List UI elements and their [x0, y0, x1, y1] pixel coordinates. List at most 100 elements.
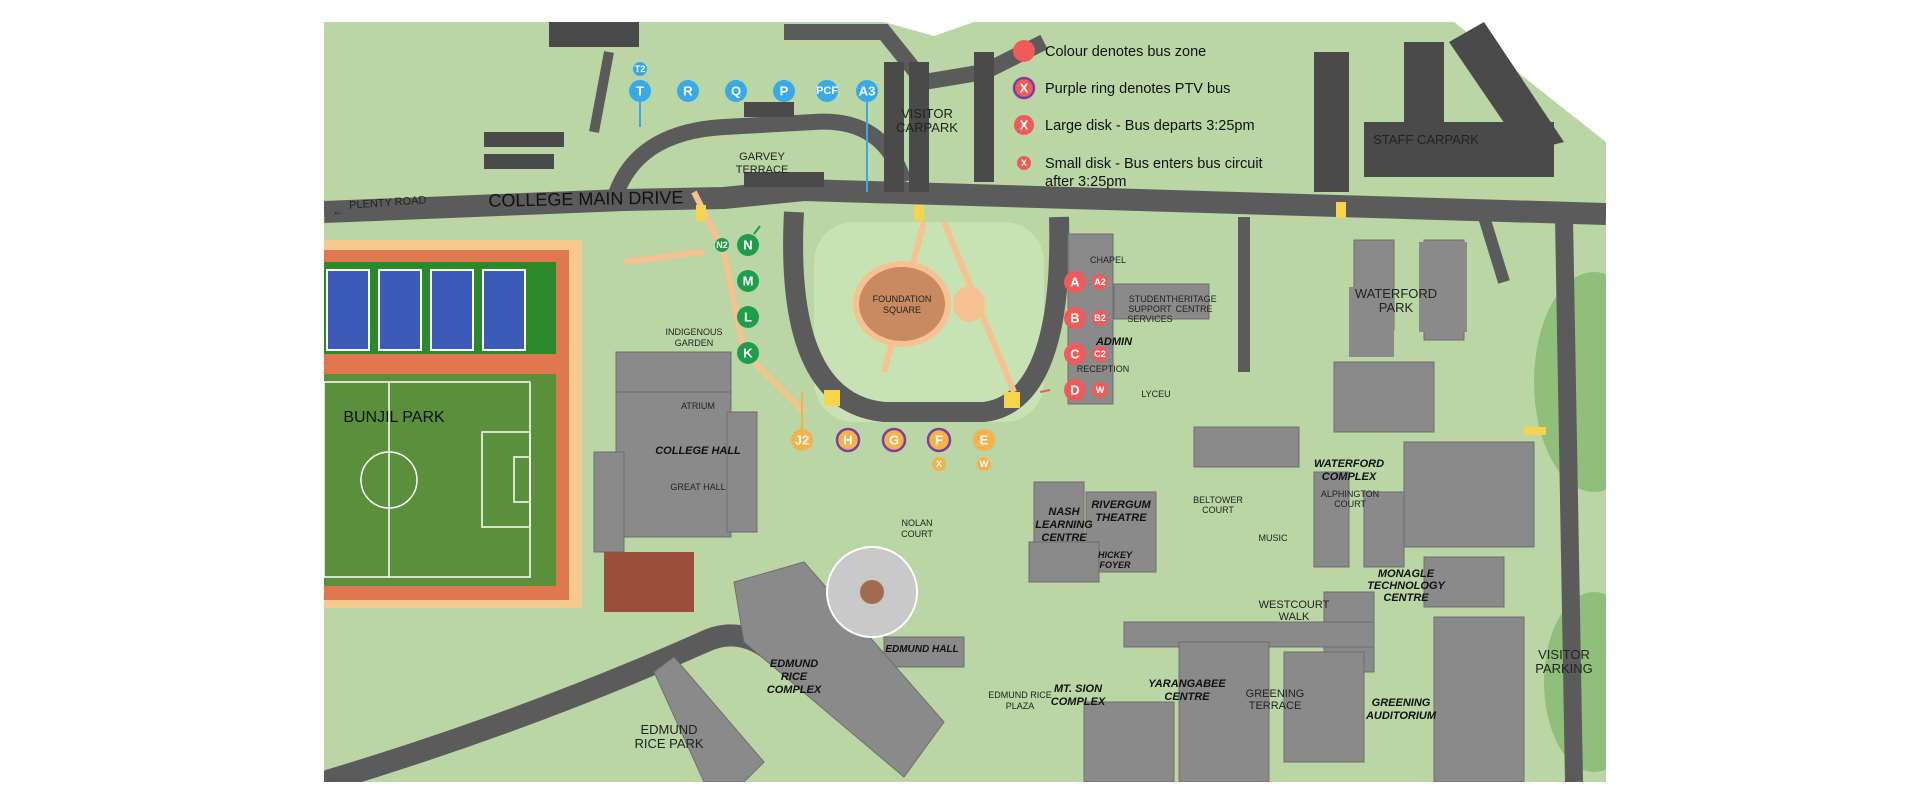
- beltower-court-line-2: COURT: [1202, 505, 1234, 515]
- svg-text:R: R: [683, 84, 693, 99]
- indigenous-garden-line-2: GARDEN: [675, 338, 714, 348]
- legend-item-large: X Large disk - Bus departs 3:25pm: [1014, 115, 1255, 135]
- stop-orange-e[interactable]: E: [973, 429, 995, 451]
- legend-large-disk: [1014, 115, 1034, 135]
- stop-red-b[interactable]: B: [1064, 307, 1086, 329]
- greening-terrace-line-1: GREENING: [1246, 688, 1305, 700]
- stop-orange-h[interactable]: H: [835, 427, 861, 453]
- stop-red-d[interactable]: D: [1064, 379, 1086, 401]
- staff-carpark-label: STAFF CARPARK: [1373, 132, 1479, 147]
- mt-sion-complex-line-1: MT. SION: [1054, 683, 1103, 695]
- bunjil-park-label: BUNJIL PARK: [343, 409, 445, 426]
- plaza-circles: [826, 546, 918, 638]
- svg-text:Q: Q: [731, 84, 741, 99]
- edmund-rice-complex-line-1: EDMUND: [770, 658, 818, 670]
- svg-text:W: W: [980, 459, 989, 469]
- east-road-2: [1478, 215, 1510, 284]
- nash-learning-centre-line-2: LEARNING: [1035, 519, 1093, 531]
- visitor-carpark-line-1: VISITOR: [901, 106, 953, 121]
- stop-blue-pcf[interactable]: PCF: [816, 80, 838, 102]
- edmund-rice-plaza-line-2: PLAZA: [1006, 701, 1035, 711]
- stop-blue-t[interactable]: T: [629, 80, 651, 102]
- stop-blue-r[interactable]: R: [677, 80, 699, 102]
- svg-text:N2: N2: [716, 240, 728, 250]
- field-markings: [323, 381, 531, 578]
- visitor-carpark-lots: [484, 22, 994, 192]
- svg-text:B2: B2: [1094, 313, 1106, 323]
- edmund-rice-park-line-1: EDMUND: [640, 722, 697, 737]
- westcourt-walk-line-2: WALK: [1279, 611, 1310, 623]
- garvey-terrace-line-1: GARVEY: [739, 151, 785, 163]
- chapel-label: CHAPEL: [1090, 255, 1126, 265]
- visitor-parking-line-1: VISITOR: [1538, 647, 1590, 662]
- stop-blue-a3[interactable]: A3: [856, 80, 878, 102]
- stop-orange-g[interactable]: G: [881, 427, 907, 453]
- waterford-park-line-1: WATERFORD: [1355, 286, 1437, 301]
- nash-learning-centre-line-3: CENTRE: [1041, 532, 1087, 544]
- stop-orange-w[interactable]: W: [977, 457, 991, 471]
- edmund-rice-complex-line-2: RICE: [781, 671, 808, 683]
- stop-blue-t2[interactable]: T2: [633, 62, 647, 76]
- stop-orange-x[interactable]: X: [932, 457, 946, 471]
- stop-red-a[interactable]: A: [1064, 271, 1086, 293]
- alphington-court-line-1: ALPHINGTON: [1321, 489, 1379, 499]
- road-crossings: [696, 202, 1546, 435]
- legend-zone-disk: [1013, 40, 1035, 62]
- svg-text:C: C: [1070, 347, 1080, 362]
- monagle-technology-line-3: CENTRE: [1383, 592, 1429, 604]
- waterford-park-line-2: PARK: [1379, 300, 1414, 315]
- edmund-rice-pods: [604, 552, 694, 612]
- campus-map: ← PLENTY ROAD COLLEGE MAIN DRIVE VISITOR…: [320, 22, 1654, 793]
- stop-orange-f[interactable]: F: [926, 427, 952, 453]
- greening-auditorium-line-1: GREENING: [1372, 697, 1431, 709]
- stop-green-n[interactable]: N: [737, 234, 759, 256]
- atrium-label: ATRIUM: [681, 401, 715, 411]
- svg-text:W: W: [1096, 385, 1105, 395]
- svg-text:B: B: [1070, 311, 1079, 326]
- heritage-centre-line-1: HERITAGE: [1171, 294, 1216, 304]
- map-labels: ← PLENTY ROAD COLLEGE MAIN DRIVE VISITOR…: [332, 106, 1593, 751]
- stop-red-w[interactable]: W: [1092, 382, 1108, 398]
- stop-blue-q[interactable]: Q: [725, 80, 747, 102]
- waterford-complex-line-2: COMPLEX: [1322, 471, 1377, 483]
- stop-red-c2[interactable]: C2: [1092, 346, 1108, 362]
- stop-green-k[interactable]: K: [737, 342, 759, 364]
- svg-text:L: L: [744, 310, 752, 325]
- tennis-courts: [326, 269, 526, 351]
- student-support-line-1: STUDENT: [1129, 294, 1172, 304]
- westcourt-walk-line-1: WESTCOURT: [1259, 599, 1330, 611]
- stop-red-b2[interactable]: B2: [1092, 310, 1108, 326]
- svg-text:E: E: [980, 433, 989, 448]
- svg-text:Colour denotes bus zone: Colour denotes bus zone: [1045, 44, 1206, 60]
- student-support-line-2: SUPPORT: [1128, 304, 1172, 314]
- stop-orange-j2[interactable]: J2: [791, 429, 813, 451]
- svg-text:J2: J2: [795, 433, 809, 448]
- stop-green-m[interactable]: M: [737, 270, 759, 292]
- svg-text:X: X: [936, 459, 942, 469]
- stop-red-c[interactable]: C: [1064, 343, 1086, 365]
- monagle-technology-line-1: MONAGLE: [1378, 568, 1435, 580]
- stop-green-l[interactable]: L: [737, 306, 759, 328]
- legend-item-small: X Small disk - Bus enters bus circuit af…: [1017, 156, 1263, 190]
- svg-text:T: T: [636, 84, 644, 99]
- plenty-road-label: PLENTY ROAD: [349, 194, 427, 211]
- svg-text:after 3:25pm: after 3:25pm: [1045, 174, 1126, 190]
- svg-text:X: X: [1021, 158, 1027, 168]
- greening-auditorium-line-2: AUDITORIUM: [1365, 710, 1437, 722]
- legend-item-ptv: X Purple ring denotes PTV bus: [1012, 76, 1230, 100]
- mt-sion-complex-line-2: COMPLEX: [1051, 696, 1106, 708]
- indigenous-garden-line-1: INDIGENOUS: [665, 327, 722, 337]
- student-support-line-3: SERVICES: [1127, 314, 1172, 324]
- reception-label: RECEPTION: [1077, 364, 1130, 374]
- plenty-road-arrow: ←: [332, 204, 344, 218]
- svg-text:C2: C2: [1094, 349, 1106, 359]
- svg-text:X: X: [1020, 118, 1029, 133]
- stop-blue-p[interactable]: P: [773, 80, 795, 102]
- nolan-court-line-2: COURT: [901, 529, 933, 539]
- stop-leader-lines: [639, 102, 1051, 432]
- stop-red-a2[interactable]: A2: [1092, 274, 1108, 290]
- visitor-carpark-line-2: CARPARK: [896, 120, 958, 135]
- stop-green-n2[interactable]: N2: [715, 238, 729, 252]
- legend-item-zone: Colour denotes bus zone: [1013, 40, 1206, 62]
- monagle-technology-line-2: TECHNOLOGY: [1367, 580, 1446, 592]
